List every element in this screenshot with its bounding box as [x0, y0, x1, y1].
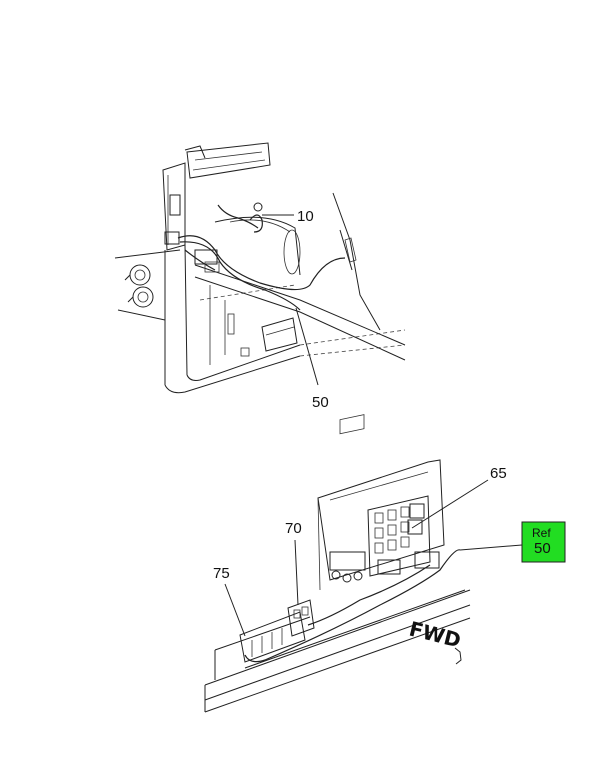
component-70 [287, 599, 315, 637]
callout-10-label: 10 [297, 208, 314, 225]
ref-box-background [521, 521, 566, 563]
callout-75-label: 75 [213, 565, 230, 582]
callout-75: 75 [213, 565, 246, 637]
callout-70: 70 [285, 520, 302, 606]
callout-70-label: 70 [285, 520, 302, 537]
upper-assembly-illustration [114, 142, 406, 394]
lower-assembly-illustration [204, 414, 471, 713]
fuse-block [367, 495, 431, 577]
ref-box-number: 50 [534, 540, 551, 557]
fwd-label: FWD [407, 617, 464, 653]
component-75 [239, 611, 306, 663]
ref-50-box[interactable]: Ref 50 [459, 521, 566, 563]
callout-65: 65 [411, 465, 507, 529]
callout-50: 50 [295, 307, 329, 411]
callout-65-label: 65 [490, 465, 507, 482]
ref-box-label: Ref [532, 526, 551, 540]
callout-10: 10 [262, 208, 314, 225]
fwd-arrow-icon [454, 647, 462, 665]
callout-50-label: 50 [312, 394, 329, 411]
